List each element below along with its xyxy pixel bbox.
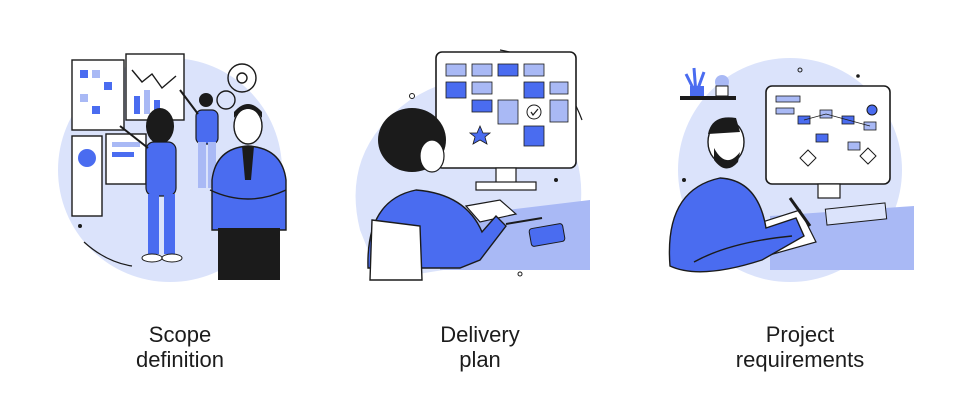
caption-scope-definition: Scope definition	[20, 322, 340, 372]
panel-scope-definition: Scope definition	[20, 0, 340, 412]
caption-line: requirements	[735, 347, 865, 372]
panel-project-requirements: Project requirements	[640, 0, 960, 412]
scope-definition-illustration	[58, 53, 287, 282]
caption-project-requirements: Project requirements	[640, 322, 960, 372]
panel-delivery-plan: Delivery plan	[320, 0, 640, 412]
caption-line: Scope	[148, 322, 212, 347]
caption-line: Delivery	[440, 322, 520, 347]
caption-line: definition	[135, 347, 225, 372]
delivery-plan-illustration	[355, 49, 590, 281]
caption-line: Project	[765, 322, 835, 347]
caption-line: plan	[459, 347, 501, 372]
project-requirements-illustration	[668, 58, 914, 282]
caption-delivery-plan: Delivery plan	[320, 322, 640, 372]
